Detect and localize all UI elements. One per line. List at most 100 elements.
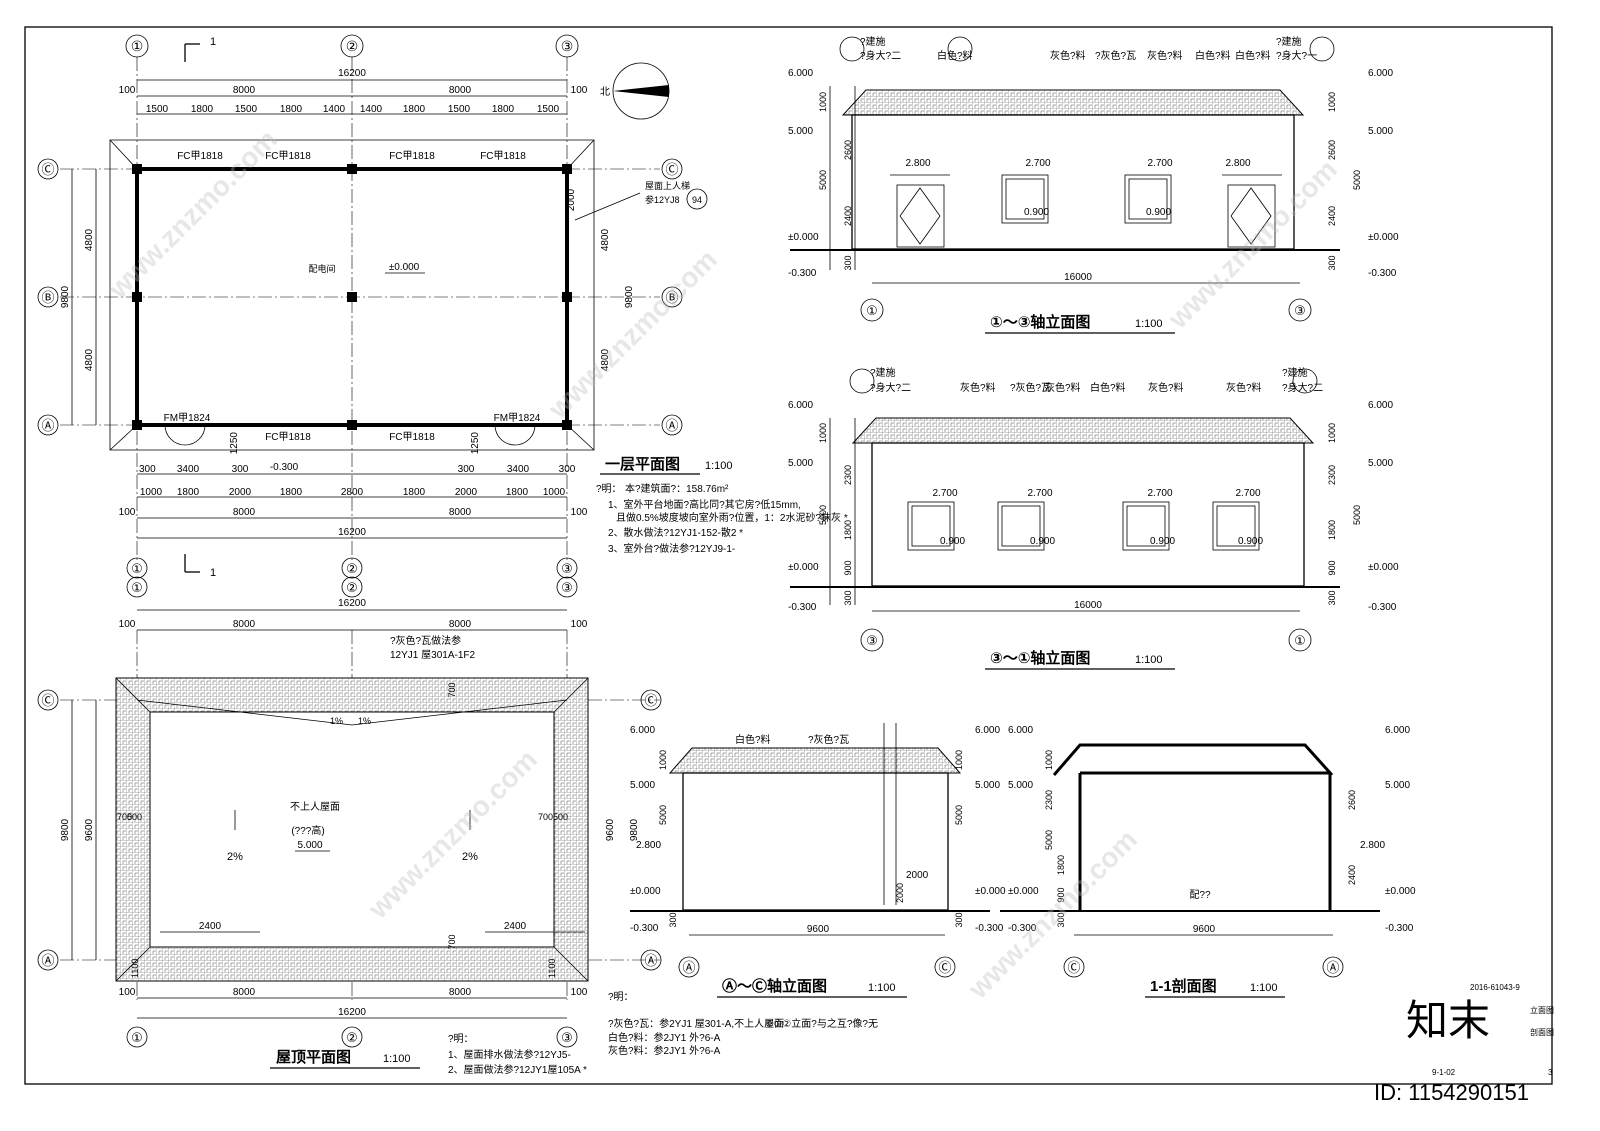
svg-text:9600: 9600 xyxy=(605,818,616,841)
svg-text:100: 100 xyxy=(571,85,588,96)
svg-text:白色?料：参2JY1 外?6-A: 白色?料：参2JY1 外?6-A xyxy=(608,1031,721,1044)
svg-text:5000: 5000 xyxy=(954,805,964,825)
title-block: 2016-61043-9 立面图 剖面图 9-1-02 3 知末 ID: 115… xyxy=(1374,983,1554,1105)
svg-text:2300: 2300 xyxy=(1327,465,1337,485)
svg-text:8000: 8000 xyxy=(233,619,256,630)
svg-text:2%: 2% xyxy=(462,851,478,863)
svg-text:?建施: ?建施 xyxy=(870,366,896,379)
svg-text:1800: 1800 xyxy=(403,487,426,498)
svg-text:700: 700 xyxy=(538,812,553,822)
svg-text:8000: 8000 xyxy=(449,507,472,518)
svg-text:www.znzmo.com: www.znzmo.com xyxy=(1162,154,1343,335)
svg-text:±0.000: ±0.000 xyxy=(788,562,819,573)
svg-text:灰色?料: 灰色?料 xyxy=(1148,381,1184,394)
svg-text:94: 94 xyxy=(692,195,702,205)
svg-text:3400: 3400 xyxy=(507,464,530,475)
svg-text:?明：: ?明： xyxy=(448,1033,474,1045)
svg-text:-0.300: -0.300 xyxy=(630,923,659,934)
svg-text:-0.300: -0.300 xyxy=(788,268,817,279)
svg-text:2.800: 2.800 xyxy=(636,840,661,851)
svg-text:8000: 8000 xyxy=(233,987,256,998)
svg-text:1:100: 1:100 xyxy=(868,982,896,994)
svg-text:100: 100 xyxy=(571,507,588,518)
front-elevation: 2.800 2.700 2.700 2.800 0.900 0.900 ?建施 … xyxy=(788,35,1399,334)
svg-text:Ⓒ: Ⓒ xyxy=(938,960,951,975)
svg-text:900: 900 xyxy=(1056,887,1066,902)
svg-text:±0.000: ±0.000 xyxy=(975,886,1006,897)
svg-text:100: 100 xyxy=(119,507,136,518)
window-label: FC甲1818 xyxy=(389,432,435,443)
back-elevation: 2.700 2.700 2.700 2.700 0.900 0.900 0.90… xyxy=(788,366,1399,670)
svg-text:2000: 2000 xyxy=(895,883,905,903)
svg-text:配??: 配?? xyxy=(1189,889,1211,901)
room-name: 配电间 xyxy=(308,263,335,274)
svg-text:2400: 2400 xyxy=(843,206,853,226)
svg-text:?建施: ?建施 xyxy=(1276,35,1302,48)
svg-text:1800: 1800 xyxy=(1327,520,1337,540)
svg-text:2800: 2800 xyxy=(341,487,364,498)
svg-text:2.700: 2.700 xyxy=(1235,488,1260,499)
svg-text:300: 300 xyxy=(1327,255,1337,270)
svg-text:Ⓒ: Ⓒ xyxy=(41,162,54,177)
svg-text:4800: 4800 xyxy=(600,228,611,251)
svg-text:9800: 9800 xyxy=(624,285,635,308)
svg-text:2600: 2600 xyxy=(1327,140,1337,160)
svg-text:Ⓒ: Ⓒ xyxy=(644,693,657,708)
svg-text:300: 300 xyxy=(668,912,678,927)
svg-text:-0.300: -0.300 xyxy=(1368,602,1397,613)
svg-text:12YJ1 屋301A-1F2: 12YJ1 屋301A-1F2 xyxy=(390,649,475,661)
svg-text:Ⓒ: Ⓒ xyxy=(1067,960,1080,975)
svg-text:5000: 5000 xyxy=(1352,505,1362,525)
svg-text:?明：: ?明： xyxy=(596,483,622,495)
svg-text:1800: 1800 xyxy=(843,520,853,540)
svg-text:本?建筑面?：158.76m²: 本?建筑面?：158.76m² xyxy=(625,482,729,495)
svg-text:1500: 1500 xyxy=(537,104,560,115)
svg-text:①: ① xyxy=(131,580,143,595)
axis-markers-top: ① ② ③ xyxy=(125,34,579,58)
svg-text:①: ① xyxy=(131,38,144,54)
svg-text:5000: 5000 xyxy=(1352,170,1362,190)
svg-text:?身大?二: ?身大?二 xyxy=(1282,381,1323,394)
svg-text:500: 500 xyxy=(127,812,142,822)
svg-text:1800: 1800 xyxy=(403,104,426,115)
svg-text:?灰色?瓦：参2YJ1 屋301-A,不上人屋面: ?灰色?瓦：参2YJ1 屋301-A,不上人屋面 xyxy=(608,1017,784,1030)
svg-text:1%: 1% xyxy=(330,716,343,726)
svg-text:1500: 1500 xyxy=(146,104,169,115)
svg-text:?灰色?瓦: ?灰色?瓦 xyxy=(808,733,849,746)
svg-text:2.800: 2.800 xyxy=(1360,840,1385,851)
svg-text:Ⓐ: Ⓐ xyxy=(1326,960,1339,975)
svg-text:100: 100 xyxy=(119,619,136,630)
svg-text:①: ① xyxy=(866,303,878,318)
svg-text:5.000: 5.000 xyxy=(630,780,655,791)
svg-text:1800: 1800 xyxy=(280,104,303,115)
svg-text:?身大?二: ?身大?二 xyxy=(870,381,911,394)
svg-text:-0.300: -0.300 xyxy=(788,602,817,613)
svg-text:0.900: 0.900 xyxy=(1030,536,1055,547)
svg-text:5000: 5000 xyxy=(658,805,668,825)
svg-text:1250: 1250 xyxy=(229,432,240,455)
north-arrow: 北 xyxy=(600,62,670,120)
svg-text:?建施: ?建施 xyxy=(1282,366,1308,379)
svg-text:白色?料: 白色?料 xyxy=(1090,381,1126,394)
svg-text:3、室外台?做法参?12YJ9-1-: 3、室外台?做法参?12YJ9-1- xyxy=(608,542,735,555)
svg-text:300: 300 xyxy=(843,590,853,605)
svg-text:4800: 4800 xyxy=(84,228,95,251)
svg-text:1100: 1100 xyxy=(547,959,557,978)
svg-text:3: 3 xyxy=(1548,1068,1553,1077)
svg-text:Ⓒ: Ⓒ xyxy=(665,162,678,177)
svg-text:1: 1 xyxy=(210,567,216,579)
svg-text:100: 100 xyxy=(571,619,588,630)
svg-text:1000: 1000 xyxy=(1327,92,1337,112)
svg-text:③: ③ xyxy=(1294,303,1306,318)
bottom-segment-dims: 1000 1800 2000 1800 2800 1800 2000 1800 … xyxy=(140,487,566,498)
svg-text:灰色?料: 灰色?料 xyxy=(960,381,996,394)
svg-text:8000: 8000 xyxy=(233,85,256,96)
front-callouts: ?建施 ?身大?二 白色?料 灰色?料 ?灰色?瓦 灰色?料 白色?料 白色?料… xyxy=(860,35,1317,62)
svg-text:1800: 1800 xyxy=(280,487,303,498)
door-label: FM甲1824 xyxy=(164,413,211,424)
svg-text:300: 300 xyxy=(559,464,576,475)
svg-text:±0.000: ±0.000 xyxy=(1368,232,1399,243)
svg-text:灰色?料: 灰色?料 xyxy=(1045,381,1081,394)
svg-text:2.800: 2.800 xyxy=(1225,158,1250,169)
svg-text:6.000: 6.000 xyxy=(975,725,1000,736)
